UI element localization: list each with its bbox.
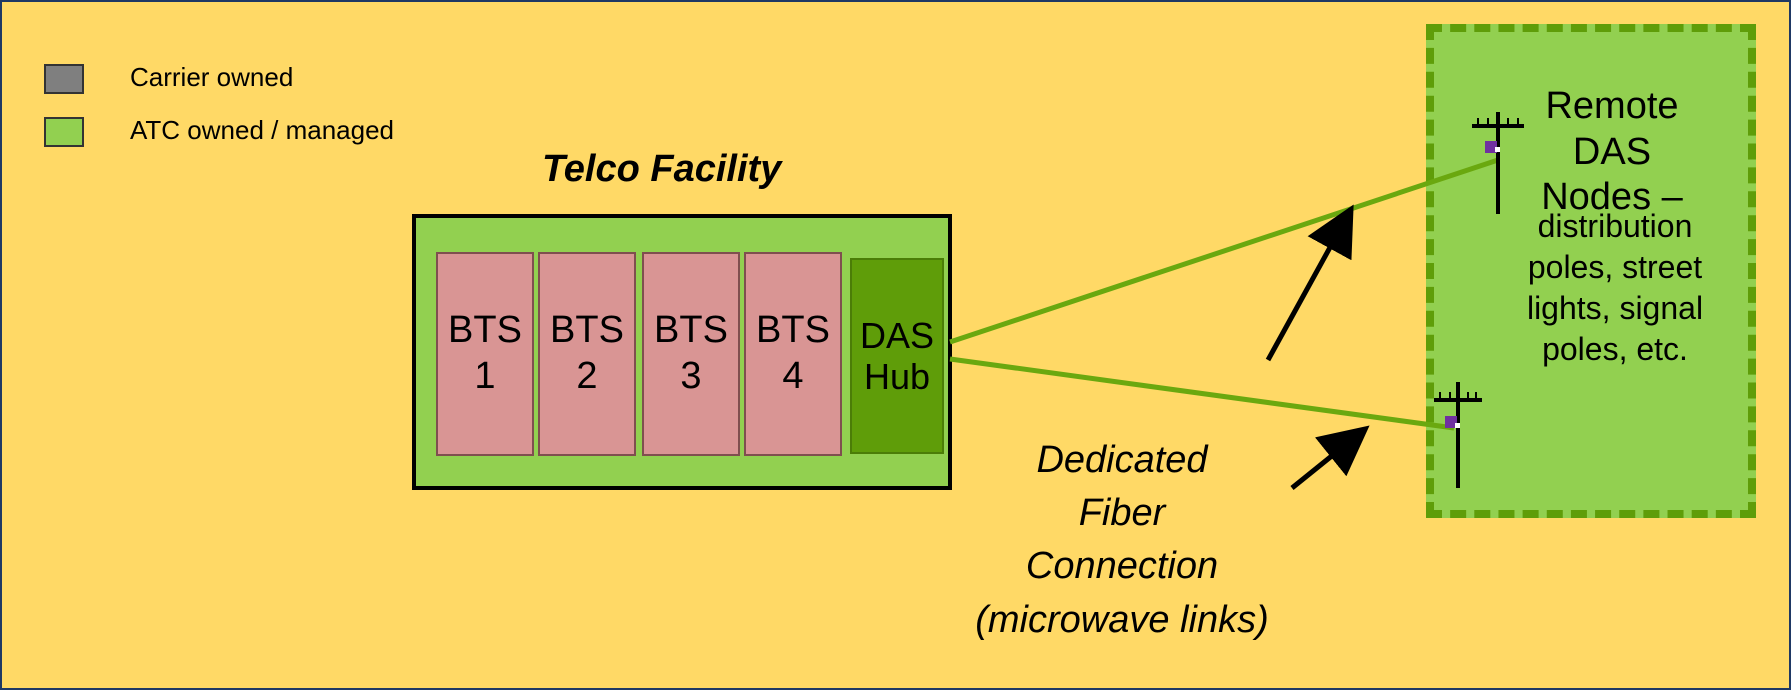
legend-label-carrier: Carrier owned <box>130 62 294 92</box>
bts-unit-1-number: 1 <box>474 355 496 397</box>
bts-unit-3-label: BTS <box>654 309 728 352</box>
legend-swatch-atc <box>44 117 84 147</box>
bts-unit-2: BTS 2 <box>538 252 636 456</box>
remote-das-area <box>1426 24 1756 518</box>
fiber-connection-label: Dedicated Fiber Connection (microwave li… <box>922 434 1322 647</box>
fiber-label-line-3: Connection <box>1025 545 1219 588</box>
utility-pole-icon-lower <box>1434 382 1482 488</box>
fiber-line-upper <box>949 157 1499 345</box>
pointer-arrow-lower <box>1290 425 1370 490</box>
fiber-line-lower <box>949 356 1455 431</box>
legend-label-atc: ATC owned / managed <box>130 115 394 145</box>
das-hub-line1: DAS <box>859 314 935 356</box>
legend-swatch-carrier <box>44 64 84 94</box>
remote-sub-line-3: lights, signal <box>1526 289 1704 326</box>
remote-title-line-1: Remote <box>1545 85 1679 127</box>
remote-das-description: distribution poles, street lights, signa… <box>1480 206 1750 370</box>
bts-unit-4-number: 4 <box>782 355 804 397</box>
bts-unit-1-label: BTS <box>448 309 522 352</box>
remote-das-title: Remote DAS Nodes – <box>1520 84 1704 221</box>
das-hub: DAS Hub <box>850 258 944 454</box>
bts-unit-3-number: 3 <box>680 355 702 397</box>
bts-unit-1: BTS 1 <box>436 252 534 456</box>
bts-unit-2-label: BTS <box>550 309 624 352</box>
fiber-label-line-2: Fiber <box>1078 492 1166 535</box>
remote-sub-line-4: poles, etc. <box>1542 330 1688 367</box>
fiber-label-line-4: (microwave links) <box>975 598 1269 641</box>
pointer-arrow-upper <box>1265 204 1354 362</box>
bts-unit-3: BTS 3 <box>642 252 740 456</box>
bts-unit-2-number: 2 <box>576 355 598 397</box>
facility-title: Telco Facility <box>542 148 782 190</box>
bts-unit-4: BTS 4 <box>744 252 842 456</box>
remote-title-line-2: DAS <box>1572 130 1652 173</box>
remote-sub-line-2: poles, street <box>1527 248 1703 285</box>
bts-unit-4-label: BTS <box>756 309 830 352</box>
fiber-label-line-1: Dedicated <box>1036 439 1208 481</box>
remote-title-line-3: Nodes – <box>1541 176 1683 219</box>
das-hub-line2: Hub <box>863 356 931 397</box>
utility-pole-icon-upper <box>1472 112 1524 214</box>
remote-sub-line-1: distribution <box>1537 208 1693 244</box>
